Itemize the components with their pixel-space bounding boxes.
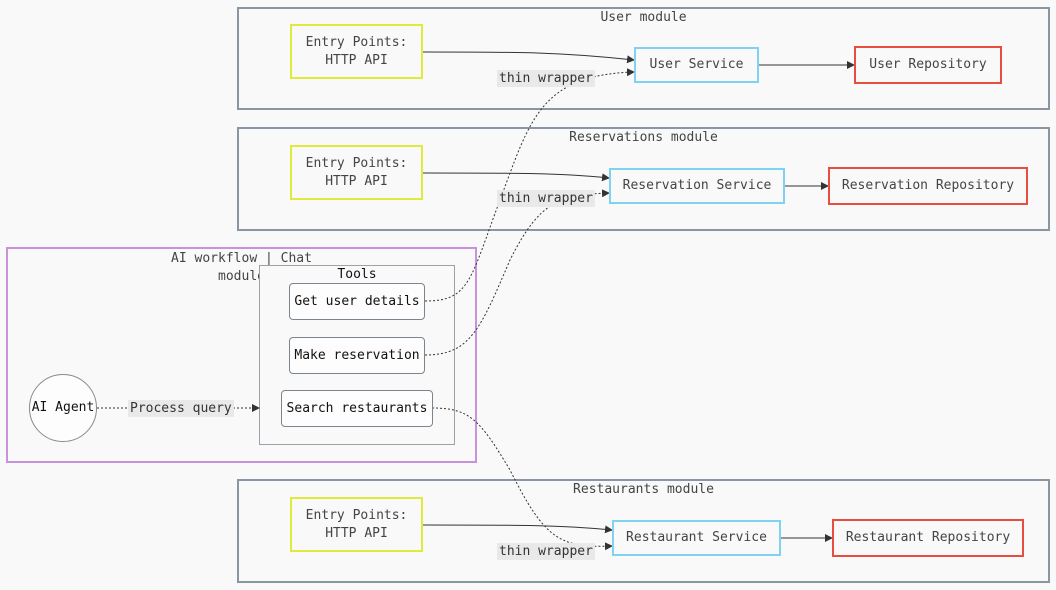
- restaurant-repository-node[interactable]: Restaurant Repository: [832, 519, 1024, 557]
- user-entry-line2: HTTP API: [325, 52, 388, 68]
- tools-title: Tools: [337, 267, 377, 282]
- user-service-node[interactable]: User Service: [634, 47, 759, 83]
- edge-label-process-query: Process query: [128, 400, 234, 417]
- user-entry-points-node[interactable]: Entry Points: HTTP API: [290, 24, 423, 79]
- reservation-entry-line2: HTTP API: [325, 173, 388, 189]
- restaurant-entry-points-node[interactable]: Entry Points: HTTP API: [290, 497, 423, 552]
- reservation-service-node[interactable]: Reservation Service: [609, 168, 785, 204]
- restaurant-entry-line1: Entry Points:: [305, 507, 408, 523]
- reservation-entry-line1: Entry Points:: [305, 155, 408, 171]
- edge-label-reservation-thin-wrapper: thin wrapper: [497, 190, 595, 207]
- ai-module-title-line2: module: [218, 269, 265, 284]
- user-module-title: User module: [600, 10, 687, 25]
- edge-label-user-thin-wrapper: thin wrapper: [497, 70, 595, 87]
- tool-get-user-details[interactable]: Get user details: [289, 283, 425, 320]
- reservation-entry-points-node[interactable]: Entry Points: HTTP API: [290, 145, 423, 200]
- ai-module-title-line1: AI workflow | Chat: [171, 251, 312, 266]
- user-repository-node[interactable]: User Repository: [854, 46, 1002, 84]
- restaurant-service-node[interactable]: Restaurant Service: [612, 520, 781, 556]
- ai-agent-node[interactable]: AI Agent: [29, 374, 97, 442]
- edge-label-restaurant-thin-wrapper: thin wrapper: [497, 543, 595, 560]
- reservation-repository-node[interactable]: Reservation Repository: [828, 167, 1028, 205]
- tool-search-restaurants[interactable]: Search restaurants: [281, 390, 433, 427]
- tool-make-reservation[interactable]: Make reservation: [289, 337, 425, 374]
- restaurant-entry-line2: HTTP API: [325, 525, 388, 541]
- user-entry-line1: Entry Points:: [305, 34, 408, 50]
